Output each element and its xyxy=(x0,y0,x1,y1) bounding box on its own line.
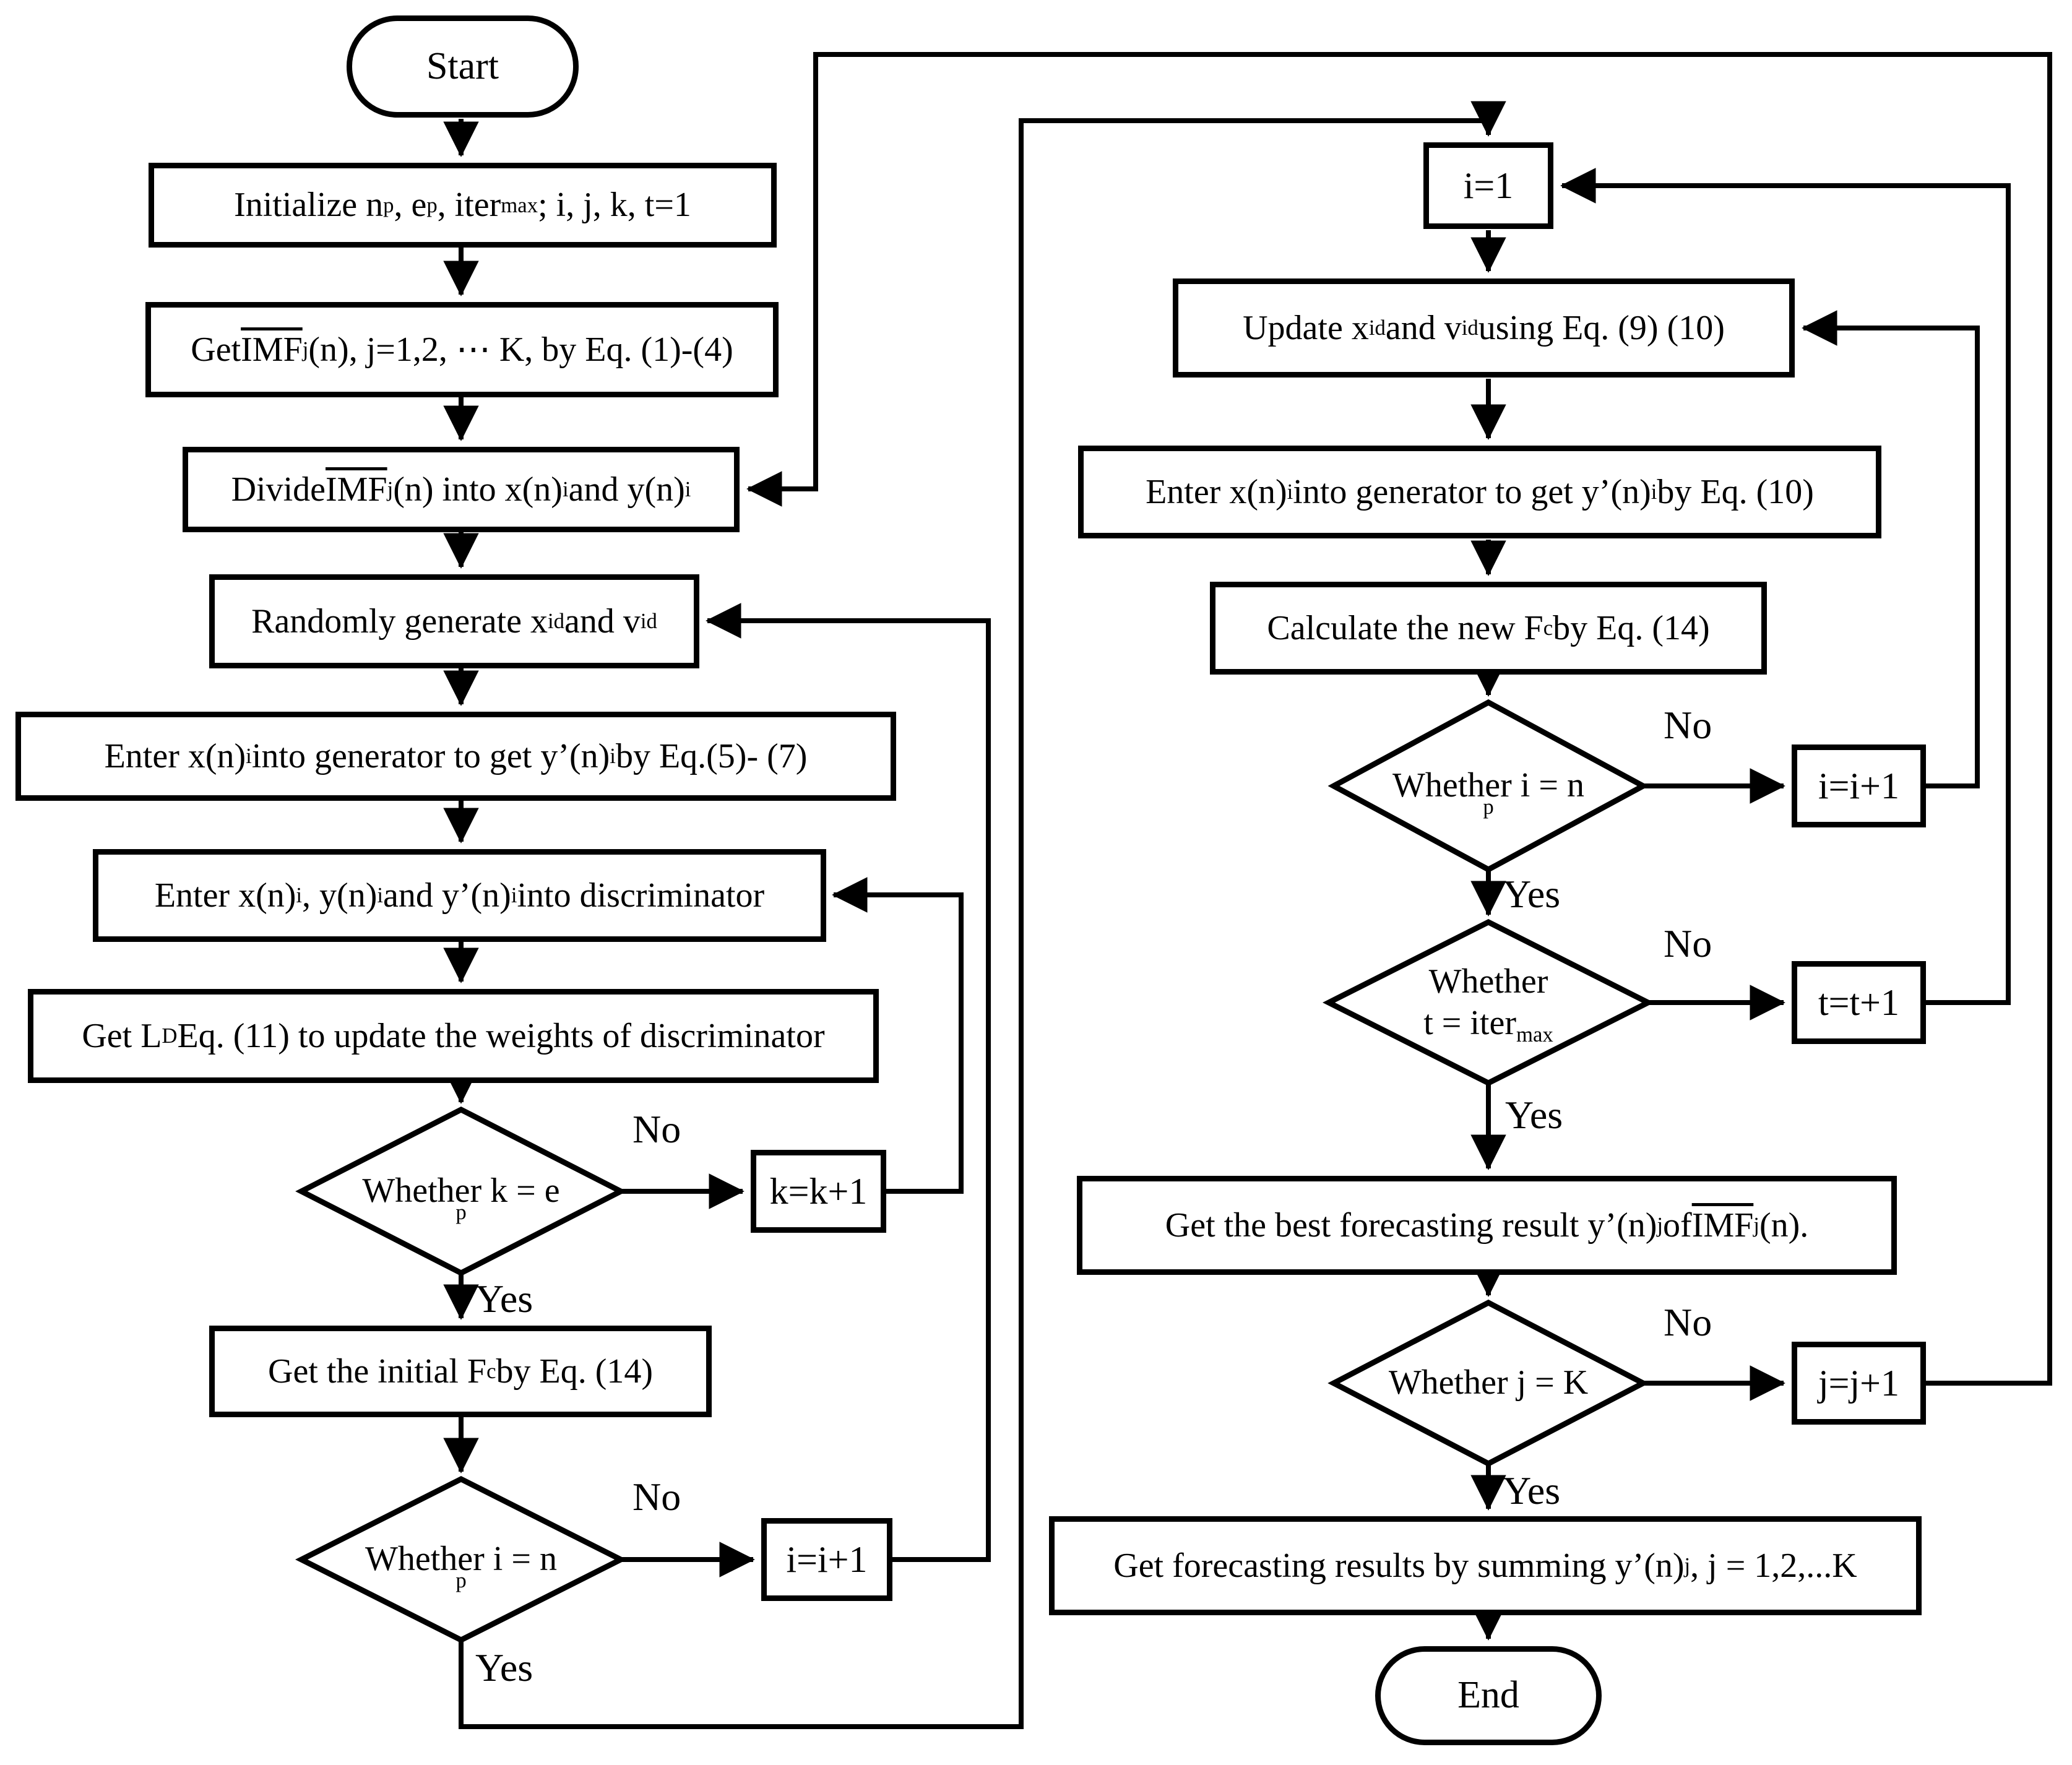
node-generator-eq5-7: Enter x(n)i into generator to get y’(n)i… xyxy=(15,712,896,801)
edge-decision-i-yes-to-i1 xyxy=(459,101,1506,1729)
decision-i-equals-np-left-shape xyxy=(295,1475,628,1644)
decision-t-line1: Whether xyxy=(1428,962,1548,1001)
branch-no-i-left: No xyxy=(632,1475,681,1519)
node-best-result: Get the best forecasting result y’(n)j o… xyxy=(1077,1176,1897,1275)
node-end: End xyxy=(1375,1646,1602,1745)
branch-no-t: No xyxy=(1664,921,1712,965)
branch-yes-i-left: Yes xyxy=(475,1646,533,1689)
node-k-plus-1: k=k+1 xyxy=(751,1150,886,1233)
decision-k-equals-ep-shape xyxy=(295,1106,627,1277)
node-start: Start xyxy=(347,15,579,118)
branch-yes-j: Yes xyxy=(1503,1469,1561,1513)
node-discriminator: Enter x(n)i, y(n)i and y’(n)i into discr… xyxy=(93,849,826,942)
node-i-plus-1-right: i=i+1 xyxy=(1792,744,1926,827)
node-sum-results: Get forecasting results by summing y’(n)… xyxy=(1049,1516,1922,1615)
node-t-plus-1: t=t+1 xyxy=(1792,961,1926,1044)
branch-no-j: No xyxy=(1664,1300,1712,1344)
decision-j-equals-k-shape xyxy=(1327,1299,1649,1467)
branch-yes-i-right: Yes xyxy=(1503,872,1561,916)
edge-jplus1-loop-to-divide xyxy=(746,52,2052,1386)
branch-yes-t: Yes xyxy=(1505,1093,1563,1137)
decision-t-equals-itermax-label: Whether t = itermax xyxy=(1346,931,1631,1074)
branch-no-i-right: No xyxy=(1664,703,1712,747)
node-set-i-1: i=1 xyxy=(1423,142,1553,229)
decision-t-equals-itermax-shape xyxy=(1322,918,1655,1087)
branch-no-k: No xyxy=(632,1107,681,1151)
decision-j-equals-k-label: Whether j = K xyxy=(1388,1363,1589,1402)
edge-tplus1-loop-to-i1 xyxy=(1560,168,2011,1005)
decision-i-equals-np-right-shape xyxy=(1327,699,1649,873)
node-i-plus-1-left: i=i+1 xyxy=(761,1518,892,1601)
edge-iplus1r-loop-to-update xyxy=(1802,310,1980,788)
branch-yes-k: Yes xyxy=(475,1277,533,1321)
edge-kplus1-loop-to-discriminator xyxy=(832,877,964,1194)
edge-iplus1-loop-to-random xyxy=(706,603,991,1562)
node-j-plus-1: j=j+1 xyxy=(1792,1342,1926,1425)
node-generator-eq10: Enter x(n)i into generator to get y’(n)i… xyxy=(1078,446,1881,538)
decision-t-line2: t = itermax xyxy=(1423,1004,1553,1047)
